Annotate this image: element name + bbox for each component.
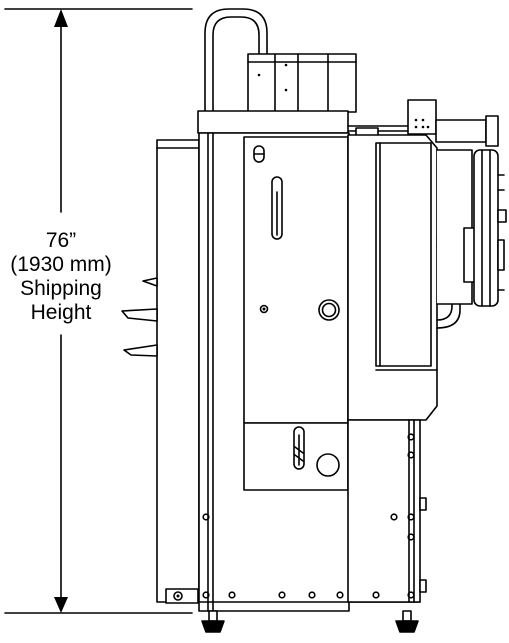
height-dimension-line (4, 8, 193, 614)
left-side-panel (156, 139, 200, 604)
bottom-arrowhead (54, 597, 68, 613)
front-door-lower (243, 422, 349, 491)
right-feed-unit (436, 149, 507, 307)
frame-screws (202, 513, 398, 599)
right-lower-cabinet (347, 419, 427, 603)
height-dimension-label: 76” (1930 mm) Shipping Height (5, 229, 117, 325)
right-upper-module (347, 134, 438, 421)
height-value-imperial: 76” (45, 229, 77, 252)
exit-trays (121, 277, 158, 357)
top-arrowhead (54, 9, 68, 27)
height-caption-shipping: Shipping (20, 277, 102, 300)
height-caption-height: Height (30, 301, 92, 324)
top-electronics-box (247, 53, 357, 113)
right-upper-bracket (407, 99, 499, 147)
frame-top-plate (197, 110, 349, 134)
height-value-metric: (1930 mm) (10, 253, 112, 276)
leveling-foot-left (201, 610, 225, 633)
leveling-foot-right (395, 610, 419, 633)
top-lift-handle (204, 8, 268, 112)
front-door-upper (243, 136, 349, 424)
